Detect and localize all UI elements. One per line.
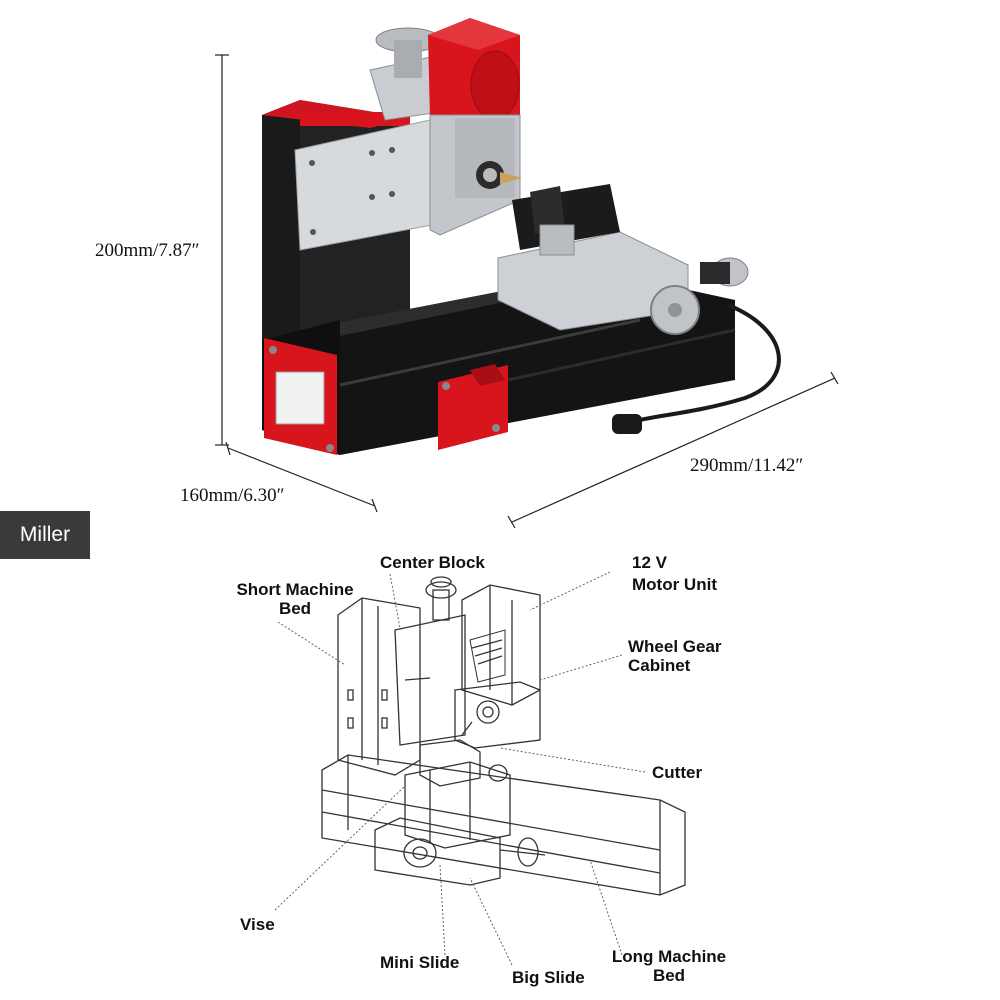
height-dimension-label: 200mm/7.87″ (95, 240, 200, 261)
center-block-label: Center Block (380, 553, 485, 572)
dimension-lines (215, 54, 839, 529)
big-slide-label: Big Slide (512, 968, 585, 987)
vise-label: Vise (240, 915, 275, 934)
machine-body (262, 18, 781, 455)
length-dimension-label: 290mm/11.42″ (690, 455, 804, 476)
short-bed-label-line1: Short Machine (236, 580, 354, 599)
long-bed-label-line1: Long Machine (611, 947, 727, 966)
short-bed-label-line2: Bed (278, 599, 312, 618)
mini-slide-label: Mini Slide (380, 953, 460, 972)
miller-tag: Miller (0, 511, 90, 559)
long-bed-label-line2: Bed (652, 966, 686, 985)
motor-unit-label: Motor Unit (632, 575, 717, 594)
wheel-gear-label-line1: Wheel Gear (628, 637, 722, 656)
miller-tag-label: Miller (19, 523, 71, 546)
diagram-drawing (321, 576, 686, 896)
cutter-label: Cutter (652, 763, 703, 782)
depth-dimension-label: 160mm/6.30″ (180, 485, 285, 506)
motor-voltage-label: 12 V (632, 553, 667, 572)
leader-lines (274, 571, 646, 966)
wheel-gear-label-line2: Cabinet (628, 656, 691, 675)
